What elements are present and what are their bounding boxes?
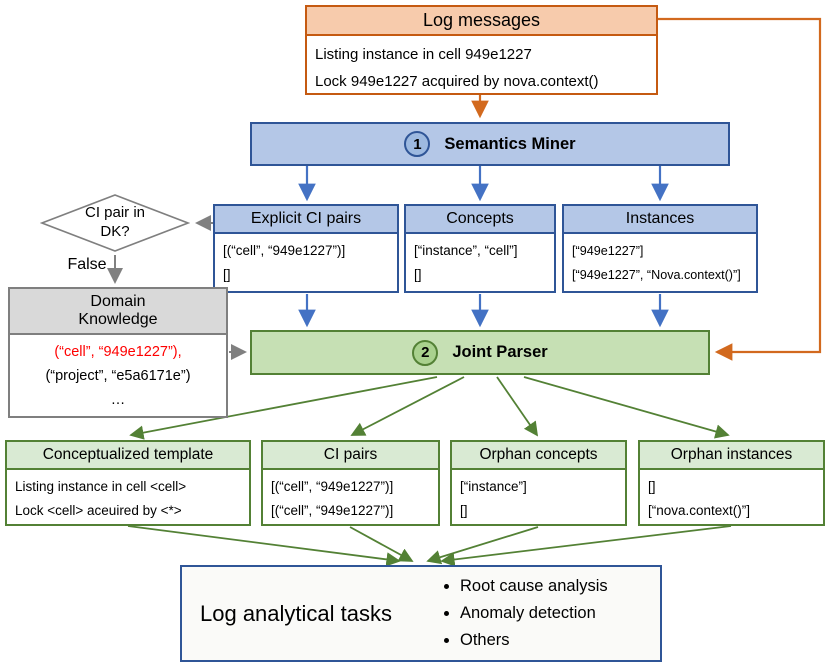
ci-pairs-box: CI pairs [(“cell”, “949e1227”)] [(“cell”… — [261, 440, 440, 526]
box-line: [(“cell”, “949e1227”)] — [271, 503, 394, 518]
semantics-miner-bar: 1 Semantics Miner — [250, 122, 730, 166]
dk-line: … — [110, 392, 126, 408]
dk-line: (“project”, “e5a6171e”) — [45, 368, 191, 384]
box-line: [] — [223, 267, 231, 282]
joint-parser-label: Joint Parser — [452, 343, 548, 361]
log-message-line: Lock 949e1227 acquired by nova.context() — [315, 73, 599, 90]
arrow-orphanconcepts-to-tasks — [426, 526, 539, 565]
semantics-miner-label: Semantics Miner — [444, 134, 576, 153]
box-line: [] — [648, 479, 656, 494]
decision-diamond: CI pair in DK? — [39, 193, 191, 253]
orphan-concepts-title: Orphan concepts — [452, 442, 625, 470]
box-line: Lock <cell> aceuired by <*> — [15, 503, 182, 518]
concepts-box: Concepts [“instance”, “cell”] [] — [404, 204, 556, 293]
decision-false-label: False — [67, 256, 107, 273]
orphan-instances-box: Orphan instances [] [“nova.context()”] — [638, 440, 825, 526]
step-1-badge: 1 — [404, 131, 431, 157]
task-item: Others — [460, 627, 608, 654]
log-messages-box: Log messages Listing instance in cell 94… — [305, 5, 658, 95]
instances-box: Instances [“949e1227”] [“949e1227”, “Nov… — [562, 204, 758, 293]
box-line: [(“cell”, “949e1227”)] — [271, 479, 394, 494]
concepts-title: Concepts — [406, 206, 554, 234]
box-line: [“instance”] — [460, 479, 527, 494]
arrow-parser-to-orphaninstances — [523, 376, 730, 439]
step-2-badge: 2 — [412, 339, 439, 366]
explicit-ci-pairs-title: Explicit CI pairs — [215, 206, 397, 234]
task-item: Root cause analysis — [460, 573, 608, 600]
arrow-cipairs-to-tasks — [349, 526, 414, 562]
box-line: [“949e1227”] — [572, 244, 644, 258]
log-messages-title: Log messages — [307, 7, 656, 36]
dk-line-red: (“cell”, “949e1227”), — [54, 344, 182, 360]
arrow-orphaninstances-to-tasks — [440, 525, 732, 567]
box-line: [] — [414, 267, 422, 282]
domain-knowledge-title: Domain Knowledge — [10, 289, 226, 335]
orphan-concepts-box: Orphan concepts [“instance”] [] — [450, 440, 627, 526]
explicit-ci-pairs-box: Explicit CI pairs [(“cell”, “949e1227”)]… — [213, 204, 399, 293]
log-analytical-tasks-box: Log analytical tasks Root cause analysis… — [180, 565, 662, 662]
arrow-logmessages-to-jointparser — [658, 17, 822, 361]
task-item: Anomaly detection — [460, 600, 608, 627]
joint-parser-bar: 2 Joint Parser — [250, 330, 710, 375]
tasks-list: Root cause analysis Anomaly detection Ot… — [440, 573, 608, 654]
box-line: Listing instance in cell <cell> — [15, 479, 187, 494]
ci-pairs-title: CI pairs — [263, 442, 438, 470]
box-line: [(“cell”, “949e1227”)] — [223, 243, 346, 258]
instances-title: Instances — [564, 206, 756, 234]
arrow-template-to-tasks — [127, 525, 401, 567]
decision-label: CI pair in DK? — [84, 204, 146, 240]
diamond-shape — [39, 194, 191, 252]
box-line: [“949e1227”, “Nova.context()”] — [572, 268, 741, 282]
orphan-instances-title: Orphan instances — [640, 442, 823, 470]
arrow-parser-to-orphanconcepts — [496, 376, 539, 437]
conceptualized-template-box: Conceptualized template Listing instance… — [5, 440, 251, 526]
domain-knowledge-box: Domain Knowledge (“cell”, “949e1227”), (… — [8, 287, 228, 418]
box-line: [“nova.context()”] — [648, 503, 751, 518]
conceptualized-template-title: Conceptualized template — [7, 442, 249, 470]
arrow-parser-to-cipairs — [350, 376, 465, 436]
tasks-title: Log analytical tasks — [200, 600, 392, 626]
box-line: [“instance”, “cell”] — [414, 243, 518, 258]
box-line: [] — [460, 503, 468, 518]
log-message-line: Listing instance in cell 949e1227 — [315, 46, 532, 63]
